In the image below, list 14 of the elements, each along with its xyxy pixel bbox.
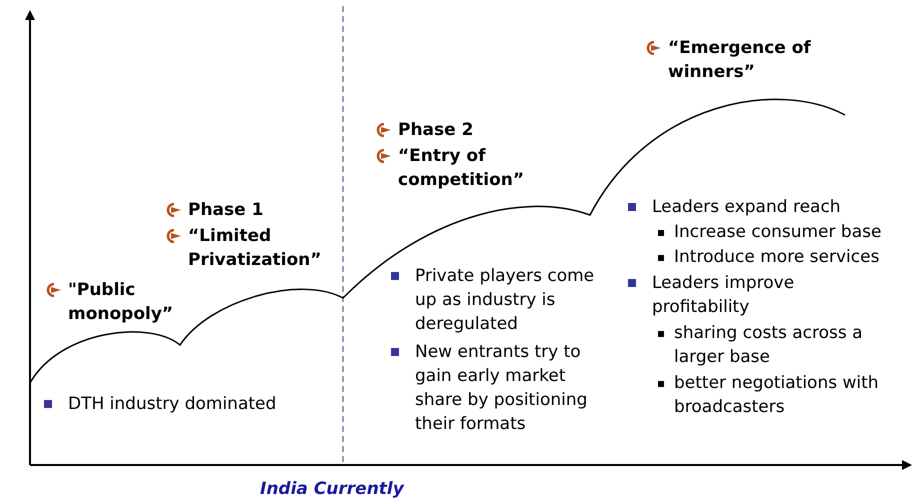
phase-label: "Public monopoly” [68,279,174,326]
axis-label: India Currently [260,478,406,499]
phase-label: “Limited Privatization” [188,225,322,272]
bullet-text: Leaders expand reach [652,196,842,219]
phase-label: “Emergence of winners” [668,37,812,84]
bullet-text: Increase consumer base [674,221,882,244]
phase-label: Phase 2 [398,119,474,142]
bullet-text: better negotiations with broadcasters [674,372,880,419]
bullet-text: DTH industry dominated [68,393,278,416]
bullet-text: New entrants try to gain early market share by positioning their formats [415,341,588,436]
bullet-text: Private players come up as industry is deregulated [415,265,596,336]
phase-label: “Entry of competition” [398,145,526,192]
bullet-text: Introduce more services [674,246,880,269]
phase-label: Phase 1 [188,199,264,222]
